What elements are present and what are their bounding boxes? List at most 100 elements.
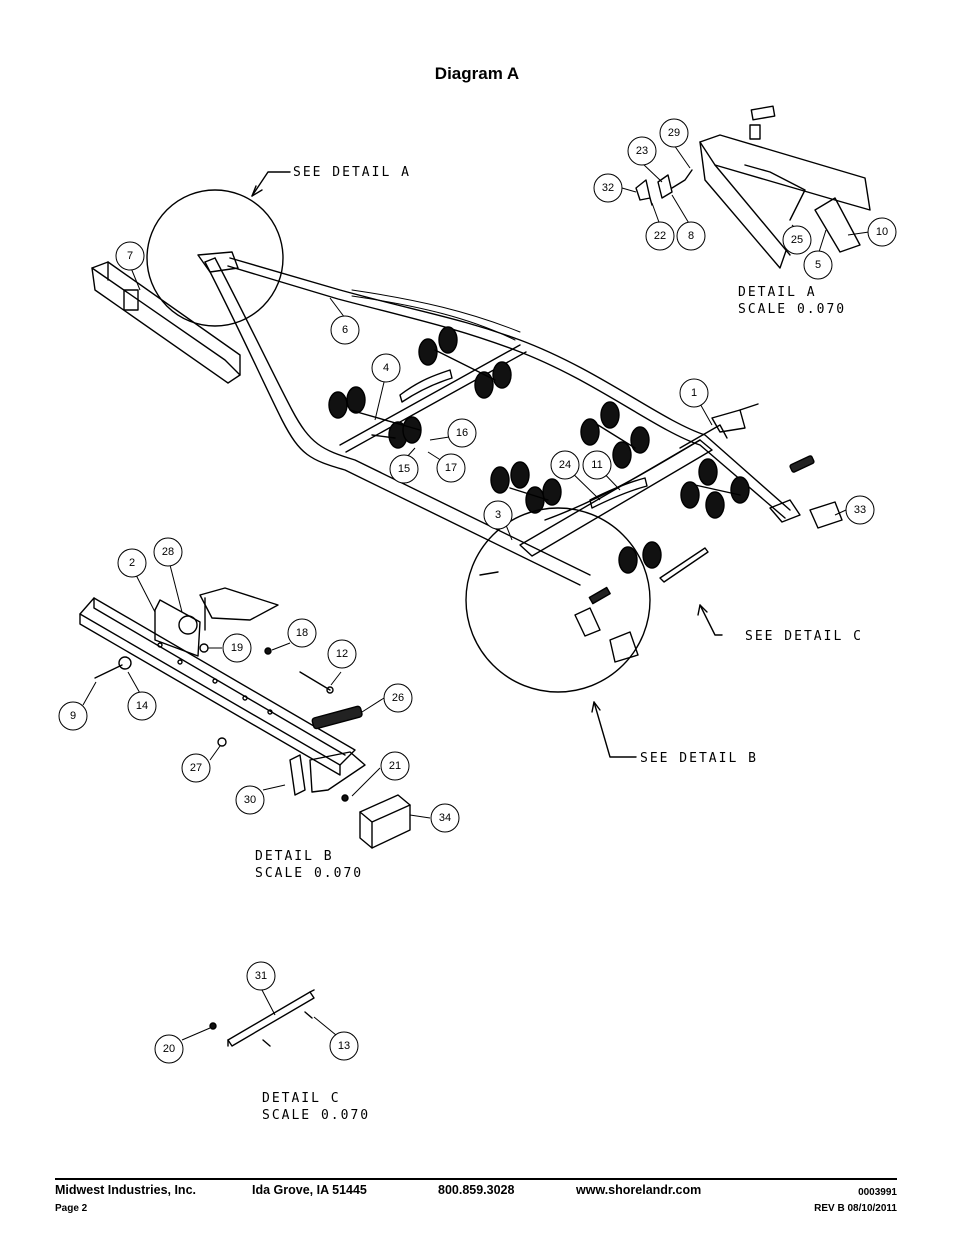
svg-text:18: 18 <box>296 627 308 639</box>
detail-a-drawing <box>635 105 871 269</box>
detail-b-circle <box>465 507 651 693</box>
callout-3: 3 <box>483 500 513 530</box>
detail-a-title: DETAIL A <box>738 285 817 300</box>
footer-phone: 800.859.3028 <box>438 1183 515 1197</box>
callout-31: 31 <box>246 961 276 991</box>
detail-c-scale: SCALE 0.070 <box>262 1108 370 1123</box>
svg-text:33: 33 <box>854 504 866 516</box>
diagram-title: Diagram A <box>434 64 520 83</box>
svg-text:4: 4 <box>383 362 389 374</box>
svg-text:23: 23 <box>636 145 648 157</box>
callout-11: 11 <box>582 450 612 480</box>
callout-6: 6 <box>330 315 360 345</box>
callout-16: 16 <box>447 418 477 448</box>
svg-text:26: 26 <box>392 692 404 704</box>
detail-b-scale: SCALE 0.070 <box>255 866 363 881</box>
roller-assembly-rear <box>490 401 750 574</box>
detail-c-drawing <box>209 547 709 1047</box>
svg-text:10: 10 <box>876 226 888 238</box>
svg-text:13: 13 <box>338 1040 350 1052</box>
part-callouts: 1 2 3 4 5 6 7 8 9 10 11 12 13 14 15 16 1… <box>58 118 897 1064</box>
svg-text:22: 22 <box>654 230 666 242</box>
winch-post-arm <box>91 261 241 384</box>
callout-5: 5 <box>803 250 833 280</box>
callout-19: 19 <box>222 633 252 663</box>
callout-17: 17 <box>436 453 466 483</box>
callout-26: 26 <box>383 683 413 713</box>
svg-text:30: 30 <box>244 794 256 806</box>
callout-2: 2 <box>117 548 147 578</box>
svg-text:24: 24 <box>559 459 571 471</box>
callout-21: 21 <box>380 751 410 781</box>
callout-8: 8 <box>676 221 706 251</box>
svg-text:27: 27 <box>190 762 202 774</box>
detail-labels: SEE DETAIL A SEE DETAIL C SEE DETAIL B D… <box>255 165 863 1123</box>
callout-15: 15 <box>389 454 419 484</box>
svg-text:5: 5 <box>815 259 821 271</box>
callout-18: 18 <box>287 618 317 648</box>
svg-text:19: 19 <box>231 642 243 654</box>
callout-4: 4 <box>371 353 401 383</box>
callout-9: 9 <box>58 701 88 731</box>
footer-doc-number: 0003991 <box>858 1187 897 1198</box>
svg-text:31: 31 <box>255 970 267 982</box>
detail-a-scale: SCALE 0.070 <box>738 302 846 317</box>
svg-text:9: 9 <box>70 710 76 722</box>
roller-assembly-front <box>328 326 512 449</box>
see-detail-a-label: SEE DETAIL A <box>293 165 411 180</box>
svg-text:29: 29 <box>668 127 680 139</box>
svg-text:14: 14 <box>136 700 148 712</box>
callout-25: 25 <box>782 225 812 255</box>
callout-23: 23 <box>627 136 657 166</box>
callout-14: 14 <box>127 691 157 721</box>
svg-text:32: 32 <box>602 182 614 194</box>
svg-text:12: 12 <box>336 648 348 660</box>
svg-text:17: 17 <box>445 462 457 474</box>
frame-hardware <box>371 403 843 663</box>
svg-text:8: 8 <box>688 230 694 242</box>
footer-city: Ida Grove, IA 51445 <box>252 1183 367 1197</box>
svg-text:7: 7 <box>127 250 133 262</box>
callout-12: 12 <box>327 639 357 669</box>
svg-text:28: 28 <box>162 546 174 558</box>
roller-arms <box>349 349 741 509</box>
footer-website: www.shorelandr.com <box>576 1183 702 1197</box>
callout-32: 32 <box>593 173 623 203</box>
footer-divider <box>55 1178 897 1180</box>
callout-1: 1 <box>679 378 709 408</box>
svg-text:25: 25 <box>791 234 803 246</box>
callout-29: 29 <box>659 118 689 148</box>
svg-text:15: 15 <box>398 463 410 475</box>
callout-22: 22 <box>645 221 675 251</box>
svg-text:2: 2 <box>129 557 135 569</box>
callout-13: 13 <box>329 1031 359 1061</box>
callout-34: 34 <box>430 803 460 833</box>
svg-text:6: 6 <box>342 324 348 336</box>
detail-c-title: DETAIL C <box>262 1091 341 1106</box>
svg-text:3: 3 <box>495 509 501 521</box>
detail-a-circle <box>146 189 284 327</box>
svg-text:21: 21 <box>389 760 401 772</box>
svg-text:20: 20 <box>163 1043 175 1055</box>
callout-28: 28 <box>153 537 183 567</box>
footer-revision: REV B 08/10/2011 <box>814 1203 897 1214</box>
footer-company: Midwest Industries, Inc. <box>55 1183 196 1197</box>
callout-10: 10 <box>867 217 897 247</box>
callout-leaders <box>82 144 870 1041</box>
callout-24: 24 <box>550 450 580 480</box>
main-frame <box>197 251 791 586</box>
callout-33: 33 <box>845 495 875 525</box>
svg-text:16: 16 <box>456 427 468 439</box>
detail-b-drawing <box>79 587 411 849</box>
detail-b-title: DETAIL B <box>255 849 334 864</box>
svg-text:34: 34 <box>439 812 451 824</box>
footer-page-number: Page 2 <box>55 1203 88 1214</box>
svg-text:11: 11 <box>591 459 602 471</box>
callout-20: 20 <box>154 1034 184 1064</box>
callout-7: 7 <box>115 241 145 271</box>
see-detail-b-label: SEE DETAIL B <box>640 751 758 766</box>
see-detail-c-label: SEE DETAIL C <box>745 629 863 644</box>
svg-text:1: 1 <box>691 387 697 399</box>
callout-27: 27 <box>181 753 211 783</box>
